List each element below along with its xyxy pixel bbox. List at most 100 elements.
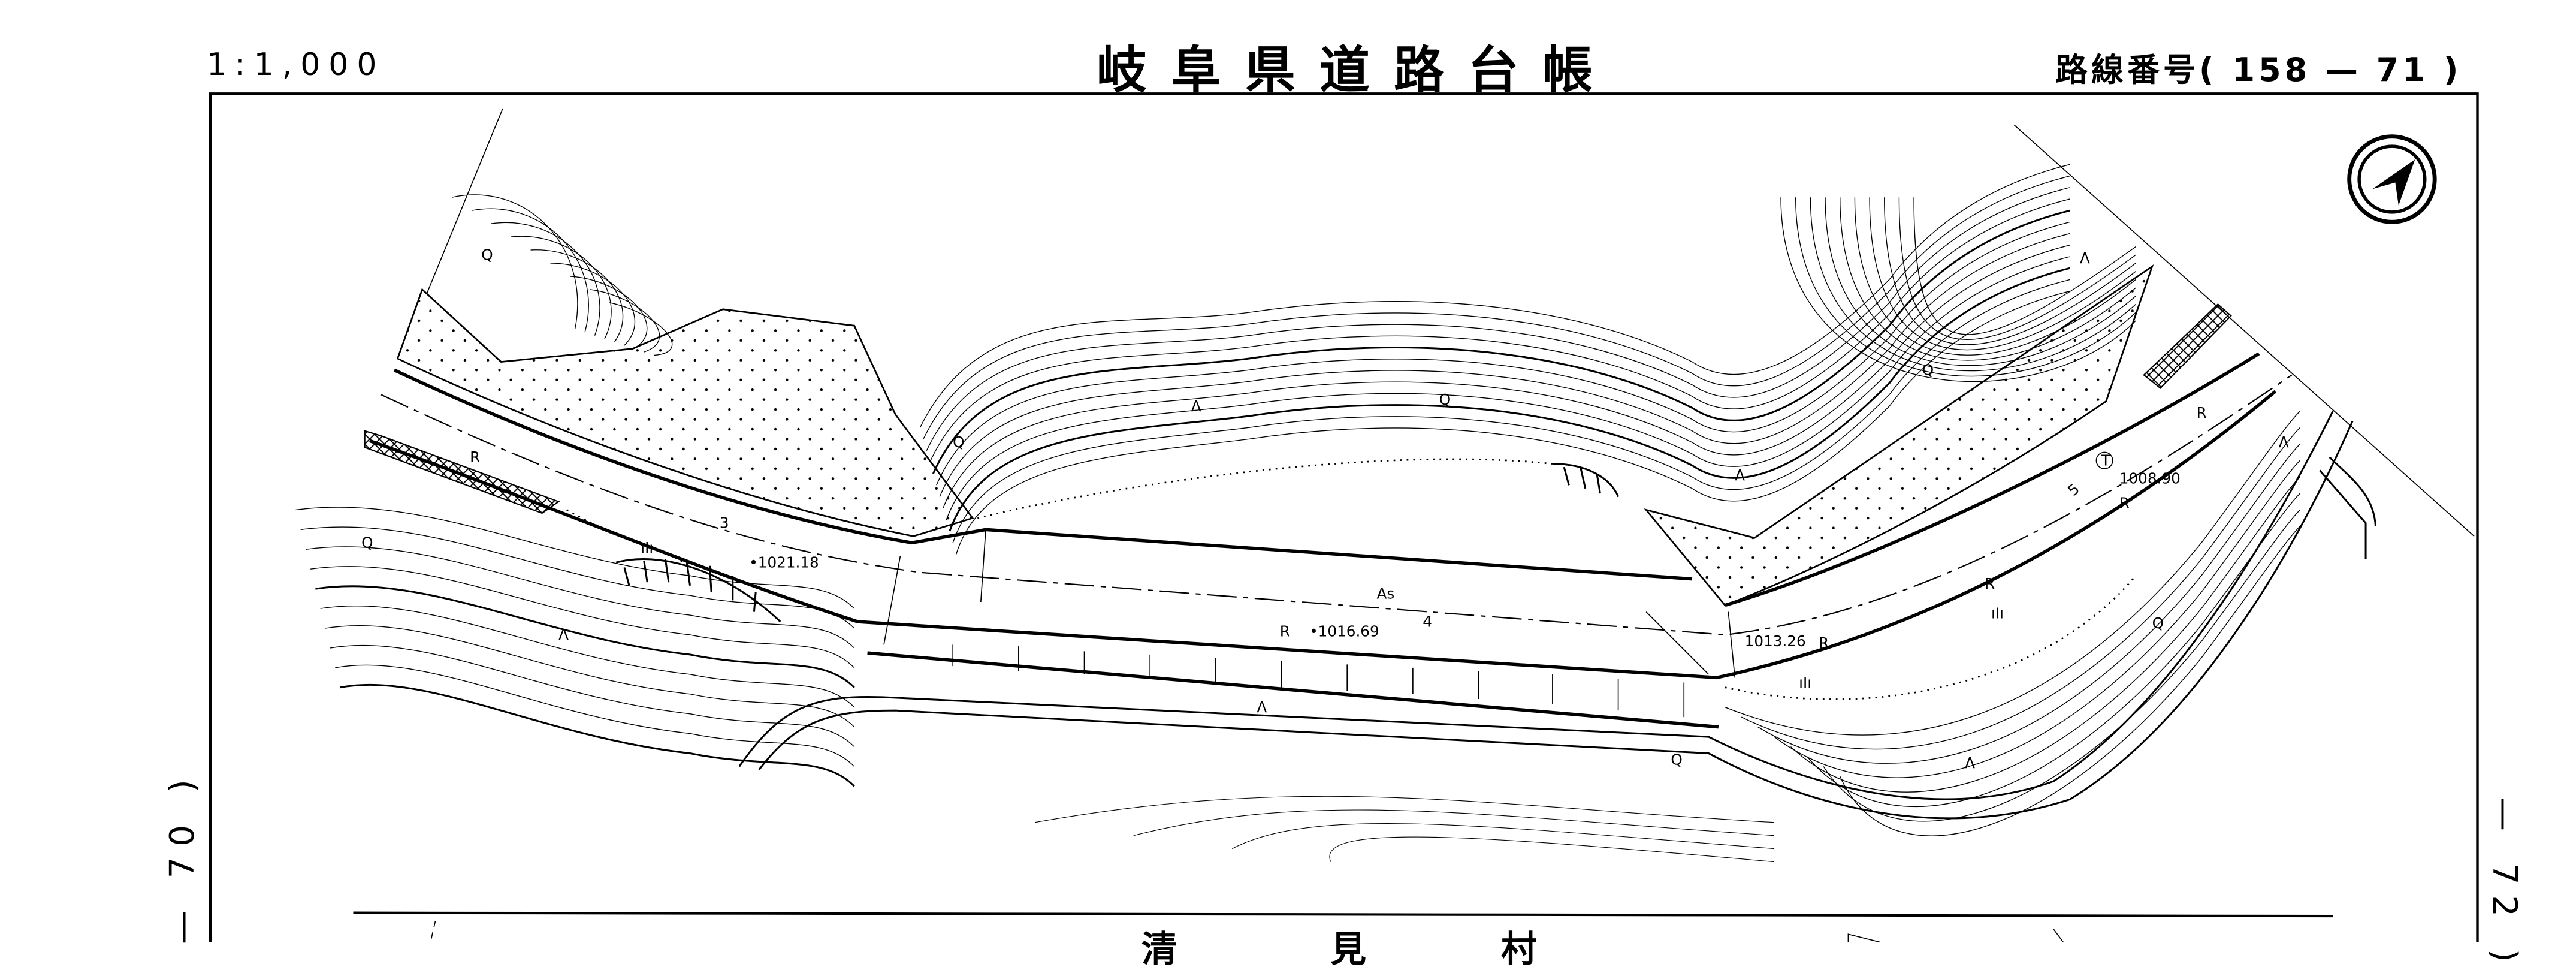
terrain-symbol: Λ (2279, 433, 2289, 451)
grass-symbol: ıIı (641, 539, 653, 556)
hachure-middle (1552, 463, 1619, 498)
contour-line (1741, 427, 2300, 750)
boundary-line-left (427, 108, 503, 293)
contour-line (1795, 197, 2136, 377)
municipality-char: 見 (1330, 929, 1366, 971)
station-label: 5 (2064, 480, 2083, 499)
station-label: 4 (1423, 613, 1432, 630)
contour-line (530, 249, 624, 343)
contour-line (929, 198, 2070, 463)
road-symbol: R (1985, 575, 1995, 592)
contour-line (1840, 526, 2300, 836)
contour-line (926, 187, 2070, 451)
terrain-symbol: Λ (1735, 466, 1745, 484)
contour-line (1825, 197, 2136, 366)
contour-line (1035, 796, 1775, 823)
contour-line (1133, 809, 1775, 836)
contour-line (315, 585, 855, 688)
vegetation-symbol: Q (481, 246, 493, 263)
terrain-symbol: Λ (1965, 754, 1975, 772)
municipality-char: 村 (1501, 929, 1537, 971)
contour-line (511, 236, 612, 339)
lower-road-inner (758, 420, 2354, 820)
boundary-line-right (2013, 124, 2475, 537)
contour-line (305, 546, 855, 649)
map-scale: 1:1,000 (207, 47, 385, 83)
contour-line (340, 683, 855, 787)
contour-line (1898, 197, 2136, 340)
elevation-label: 1013.26 (1745, 632, 1806, 650)
retaining-wall-base (867, 651, 1719, 729)
elevation-label: •1016.69 (1309, 623, 1379, 640)
contour-line (491, 222, 600, 336)
north-arrow-icon (2347, 134, 2437, 224)
contour-line (330, 644, 855, 748)
contour-line (1807, 493, 2300, 807)
ditch-ticks (952, 644, 1685, 718)
contour-line (932, 209, 2070, 474)
width-arrows (883, 529, 1736, 678)
page-title: 岐阜県道路台帳 (1097, 41, 1617, 100)
contour-line (1780, 197, 2136, 382)
vegetation-symbol: Q (2152, 614, 2164, 632)
road-edge-upper (393, 368, 1693, 581)
terrain-symbol: Λ (2080, 249, 2090, 267)
vegetation-symbol: Q (1671, 751, 1682, 769)
contour-line (609, 302, 673, 356)
contour-line (1869, 197, 2136, 351)
contour-line (946, 256, 2070, 520)
side-road (2319, 456, 2377, 559)
elevation-label: 1008.90 (2119, 470, 2181, 487)
contour-line (923, 175, 2070, 439)
contour-line (1232, 823, 1775, 850)
legend-divider (353, 911, 2333, 918)
benchmark-symbol: T (2101, 451, 2111, 469)
contour-line (952, 279, 2070, 543)
vegetation-symbol: Q (953, 433, 964, 451)
contour-line (1854, 197, 2136, 356)
contour-line (310, 566, 855, 668)
contour-line (451, 194, 578, 329)
road-symbol: R (470, 448, 480, 466)
vegetation-symbol: Q (1922, 362, 1934, 379)
contour-line (1840, 197, 2136, 361)
road-symbol: R (2197, 404, 2207, 421)
grass-symbol: ıIı (1799, 674, 1811, 691)
contour-line (1725, 411, 2300, 736)
contour-line (300, 526, 855, 629)
road-centerline (380, 374, 2293, 636)
contour-line (1329, 836, 1775, 863)
contour-line (325, 625, 855, 728)
contour-line (936, 221, 2070, 486)
road-symbol: R (2119, 495, 2130, 512)
contour-line (1810, 197, 2136, 372)
contour-line (1884, 197, 2136, 345)
road-symbol: R (1819, 634, 1829, 652)
terrain-symbol: Λ (558, 626, 569, 643)
grass-symbol: ıIı (1991, 605, 2004, 622)
legend-arrow (1847, 929, 2064, 942)
contour-line (1757, 444, 2300, 764)
cut-slope-right (1644, 264, 2154, 607)
terrain-symbol: Λ (1257, 698, 1267, 716)
station-label: 3 (720, 514, 729, 532)
legend-tick (430, 921, 436, 942)
contour-line (939, 233, 2070, 497)
contour-line (1774, 460, 2300, 778)
contour-line (1790, 477, 2300, 793)
contour-line (471, 208, 589, 333)
cut-slope-left (396, 288, 974, 537)
terrain-symbol: Λ (1191, 397, 1201, 415)
contour-line (1823, 509, 2300, 822)
road-edge-lower (369, 390, 2277, 680)
contour-line (335, 664, 855, 767)
contour-line (590, 289, 660, 353)
surface-label: As (1377, 585, 1395, 603)
elevation-label: •1021.18 (749, 553, 819, 571)
road-map-drawing: As 3 4 5 •1021.18 •1016.69 1013.26 1008.… (209, 92, 2479, 942)
contour-line (956, 290, 2070, 555)
contour-line (550, 263, 636, 346)
road-edge-upper-right (1725, 352, 2260, 607)
lower-road-outer (738, 411, 2334, 800)
contour-line (943, 245, 2070, 508)
